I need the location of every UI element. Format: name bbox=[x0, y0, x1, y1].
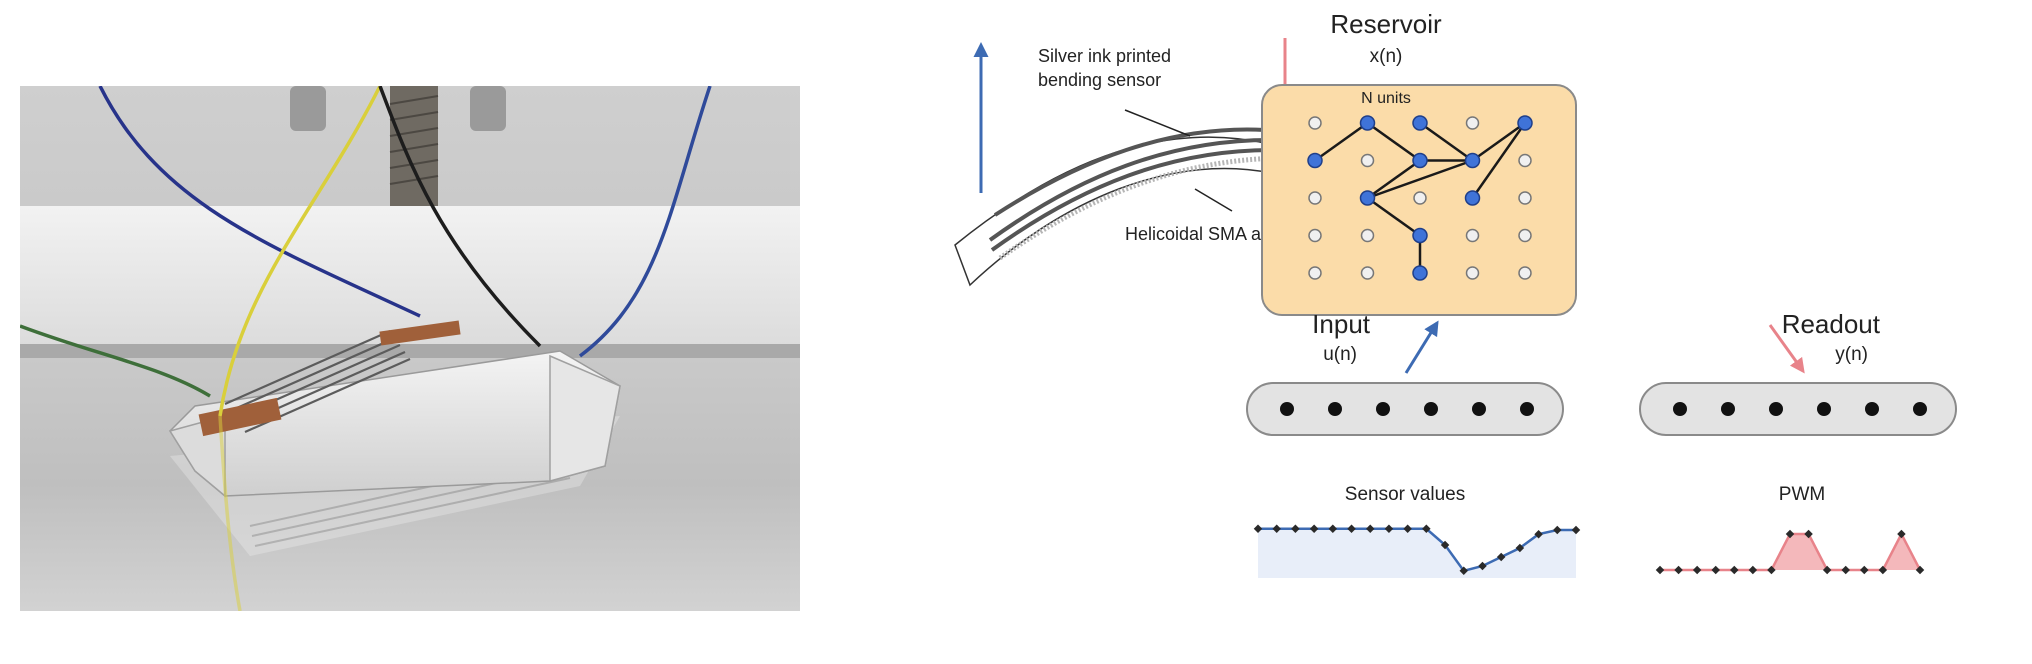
reservoir-node-active bbox=[1412, 265, 1428, 281]
plot-point bbox=[1711, 565, 1720, 575]
reservoir-edge bbox=[1366, 196, 1421, 237]
plot-point bbox=[1496, 552, 1506, 562]
pwm-plot-title: PWM bbox=[1779, 484, 1825, 505]
plot-point bbox=[1878, 565, 1888, 575]
reservoir-node-active bbox=[1359, 115, 1376, 131]
reservoir-node-active bbox=[1412, 227, 1428, 244]
plot-point bbox=[1515, 543, 1525, 553]
sma-actuator bbox=[998, 155, 1281, 261]
plot-point bbox=[1841, 565, 1850, 575]
reservoir-node bbox=[1413, 191, 1427, 205]
reservoir-node bbox=[1360, 153, 1375, 168]
reservoir-node bbox=[1518, 228, 1532, 243]
reservoir-edge bbox=[1367, 159, 1473, 200]
layer-unit bbox=[1817, 402, 1831, 416]
readout-units bbox=[1673, 402, 1927, 416]
input-arrow bbox=[1404, 320, 1439, 374]
reservoir-node bbox=[1308, 191, 1322, 205]
reservoir-edge bbox=[1419, 121, 1474, 162]
reservoir-edge bbox=[1471, 122, 1527, 199]
plot-point bbox=[1459, 566, 1469, 576]
readout-signal: y(n) bbox=[1835, 344, 1868, 365]
readout-arrow bbox=[1768, 324, 1805, 374]
robot-photo bbox=[20, 86, 800, 611]
reservoir-node-active bbox=[1464, 152, 1481, 169]
input-signal: u(n) bbox=[1323, 344, 1357, 365]
reservoir-node-active bbox=[1307, 152, 1323, 169]
reservoir-edges bbox=[1314, 121, 1527, 273]
reservoir-node bbox=[1360, 228, 1375, 243]
reservoir-edge bbox=[1366, 159, 1421, 200]
reservoir-node bbox=[1518, 266, 1532, 280]
layer-unit bbox=[1721, 402, 1735, 416]
layer-unit bbox=[1472, 402, 1486, 416]
plot-point bbox=[1897, 529, 1906, 539]
plot-point bbox=[1767, 565, 1776, 575]
reservoir-node bbox=[1360, 266, 1375, 280]
reservoir-node bbox=[1518, 191, 1532, 205]
reservoir-node bbox=[1465, 116, 1480, 130]
plot-point bbox=[1730, 565, 1739, 575]
reservoir-node bbox=[1465, 266, 1480, 280]
plot-point bbox=[1365, 524, 1375, 534]
plot-point bbox=[1553, 525, 1562, 535]
sensor-values-plot bbox=[1253, 524, 1581, 578]
layer-unit bbox=[1328, 402, 1342, 416]
input-title: Input bbox=[1312, 309, 1371, 339]
readout-layer bbox=[1639, 382, 1957, 436]
plot-point bbox=[1674, 565, 1683, 575]
reservoir-nodes bbox=[1307, 115, 1533, 281]
reservoir-node-active bbox=[1359, 190, 1376, 206]
units-label: N units bbox=[1361, 90, 1411, 107]
plot-point bbox=[1692, 565, 1702, 575]
reservoir-node bbox=[1465, 228, 1480, 243]
layer-unit bbox=[1673, 402, 1687, 416]
reservoir-title: Reservoir bbox=[1330, 9, 1442, 39]
wires bbox=[20, 86, 712, 611]
plot-point bbox=[1822, 565, 1832, 575]
printed-sensor-label: Silver ink printed bending sensor bbox=[1038, 46, 1171, 90]
reservoir-node-active bbox=[1517, 115, 1533, 131]
back-ledge bbox=[20, 206, 800, 346]
reservoir-node-active bbox=[1412, 152, 1428, 169]
plot-point bbox=[1272, 524, 1281, 534]
plot-point bbox=[1571, 525, 1581, 535]
layer-unit bbox=[1865, 402, 1879, 416]
input-units bbox=[1280, 402, 1534, 416]
layer-unit bbox=[1913, 402, 1927, 416]
reservoir-node-active bbox=[1412, 115, 1428, 131]
reservoir-node-active bbox=[1464, 190, 1481, 206]
plot-point bbox=[1478, 561, 1487, 571]
printed-sensor-label-line: bending sensor bbox=[1038, 70, 1161, 90]
reservoir-node bbox=[1308, 116, 1322, 130]
plot-point bbox=[1804, 529, 1813, 539]
plot-point bbox=[1655, 565, 1665, 575]
plot-point bbox=[1915, 565, 1925, 575]
input-layer bbox=[1246, 382, 1564, 436]
layer-unit bbox=[1769, 402, 1783, 416]
layer-unit bbox=[1424, 402, 1438, 416]
reservoir-state: x(n) bbox=[1370, 46, 1403, 67]
plot-point bbox=[1748, 565, 1758, 575]
printed-sensor-label-line: Silver ink printed bbox=[1038, 46, 1171, 66]
plot-area bbox=[1660, 534, 1920, 570]
layer-unit bbox=[1376, 402, 1390, 416]
reservoir-edge bbox=[1471, 121, 1526, 162]
plot-point bbox=[1860, 565, 1869, 575]
layer-unit bbox=[1520, 402, 1534, 416]
sensor-plot-title: Sensor values bbox=[1345, 484, 1465, 505]
readout-title: Readout bbox=[1782, 309, 1881, 339]
reservoir-edge bbox=[1314, 121, 1369, 162]
reservoir-node bbox=[1518, 153, 1532, 168]
plot-point bbox=[1534, 529, 1543, 539]
reservoir-edge bbox=[1366, 121, 1421, 162]
pwm-plot bbox=[1655, 529, 1925, 575]
reservoir-node bbox=[1308, 266, 1322, 280]
plot-point bbox=[1785, 529, 1795, 539]
reservoir-node bbox=[1308, 228, 1322, 243]
layer-unit bbox=[1280, 402, 1294, 416]
plot-area bbox=[1258, 528, 1576, 578]
